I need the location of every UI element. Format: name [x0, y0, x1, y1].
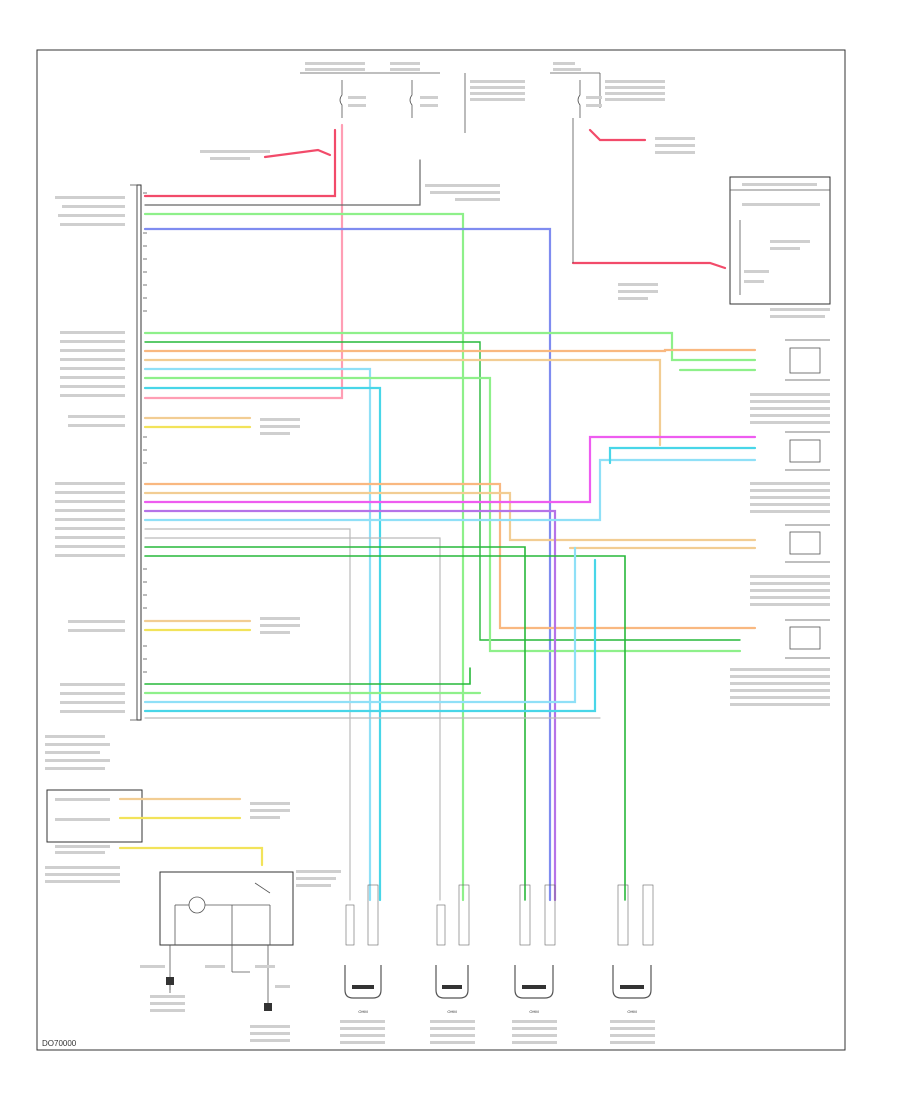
wheel-sensor-lr: OHM	[514, 884, 556, 1014]
wire-magenta-mid-1	[143, 435, 757, 504]
module-pin-labels	[45, 196, 125, 770]
wire-light-green-sensor-3	[143, 376, 742, 653]
diagram-code: DO70000	[42, 1039, 77, 1048]
sensor-label-lr: OHM	[529, 1009, 538, 1014]
wire-harness	[118, 118, 757, 902]
sensor-label-rf: OHM	[447, 1009, 456, 1014]
module-pin-numbers	[143, 192, 147, 673]
wire-light-blue-mid-1	[143, 458, 757, 522]
top-right-fuse-section	[550, 62, 695, 154]
wire-green-mid-1	[144, 546, 526, 901]
wire-green-sensor-1	[143, 331, 757, 362]
wire-cyan-sensor-1	[143, 386, 382, 902]
wire-blue-lower-1	[143, 546, 577, 704]
sensor-label-lf: OHM	[358, 1009, 367, 1014]
wire-red-fuse-right	[588, 128, 647, 142]
wheel-sensor-lf: OHM	[344, 884, 382, 1014]
top-fuse-section	[200, 62, 525, 201]
wire-light-blue-lower-1	[143, 558, 597, 713]
wire-pink-battery-2	[143, 123, 344, 400]
suspension-switch	[140, 870, 341, 1042]
wheel-sensor-rr: OHM	[612, 884, 654, 1014]
electronic-suspension-control-module	[45, 184, 147, 770]
wire-gray-mid-1	[144, 528, 351, 901]
wire-dark-blue-1	[143, 227, 552, 902]
wire-light-green-1	[143, 212, 465, 902]
wire-cyan-mid-2	[608, 446, 757, 465]
wire-green-mid-2	[144, 555, 626, 901]
wire-red-fuse	[263, 148, 332, 159]
wheel-sensor-rf: OHM	[435, 884, 470, 1014]
wire-green-lower-1	[144, 667, 471, 685]
instrument-panel-cluster	[618, 176, 831, 318]
wire-tan-mid-1	[143, 491, 757, 542]
wire-gray-mid-2	[144, 537, 441, 901]
ground-symbols	[166, 977, 272, 1011]
body-control-module	[45, 789, 143, 883]
wire-orange-sensor-1	[143, 348, 757, 353]
wire-green-sensor-2	[144, 341, 741, 641]
wire-light-blue-sensor-1	[143, 367, 372, 902]
data-link-labels	[250, 418, 300, 819]
wire-yellow-switch	[118, 846, 264, 867]
sensor-captions	[340, 1020, 655, 1044]
wire-red-cluster	[571, 261, 727, 270]
wire-black-ground-1	[144, 159, 421, 206]
right-sensor-connectors	[730, 339, 830, 706]
wire-tan-sensor-1	[143, 358, 662, 447]
wire-red-battery	[143, 128, 337, 198]
sensor-label-rr: OHM	[627, 1009, 636, 1014]
diagram-frame	[36, 49, 846, 1051]
wire-violet-mid-1	[143, 509, 557, 902]
